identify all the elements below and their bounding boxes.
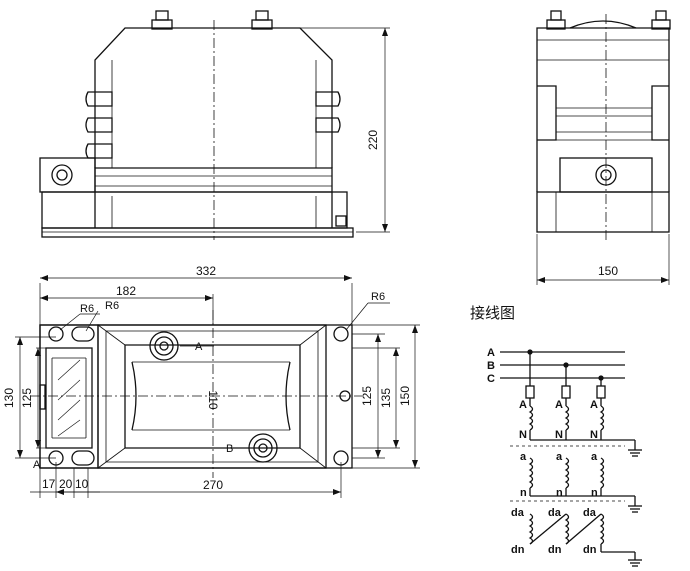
secondary-high-label-3: a	[591, 451, 598, 463]
primary-high-label-1: A	[519, 399, 527, 411]
overall-width-dim: 332	[196, 264, 216, 278]
primary-high-label-2: A	[555, 399, 563, 411]
primary-low-label-1: N	[519, 429, 527, 441]
radius-label-1: R6	[80, 303, 94, 315]
tertiary-high-label-3: da	[583, 507, 597, 519]
terminal-a-label: A	[195, 341, 203, 353]
radius-label-2: R6	[105, 300, 119, 312]
wiring-diagram	[500, 349, 642, 567]
top-view	[15, 275, 420, 498]
tertiary-low-label-2: dn	[548, 544, 562, 556]
primary-low-label-3: N	[590, 429, 598, 441]
mount-width-dim: 270	[203, 478, 223, 492]
phase-label-c: C	[487, 373, 495, 385]
side-width-dim: 150	[598, 264, 618, 278]
secondary-low-label-1: n	[520, 487, 527, 499]
terminal-b-label: B	[226, 443, 233, 455]
right-height-inner-2-dim: 135	[379, 388, 393, 408]
secondary-high-label-1: a	[520, 451, 527, 463]
secondary-low-label-2: n	[556, 487, 563, 499]
right-height-outer-dim: 150	[398, 386, 412, 406]
wiring-title: 接线图	[470, 304, 515, 322]
center-dim: 110	[206, 390, 220, 409]
bottom-dim-2: 20	[59, 477, 73, 491]
tertiary-low-label-3: dn	[583, 544, 597, 556]
bottom-dim-1: 17	[42, 477, 56, 491]
side-view	[536, 10, 671, 285]
bottom-dim-3: 10	[75, 477, 89, 491]
front-height-dim: 220	[366, 130, 380, 150]
tertiary-high-label-2: da	[548, 507, 562, 519]
phase-label-b: B	[487, 360, 495, 372]
secondary-high-label-2: a	[556, 451, 563, 463]
left-height-inner-dim: 125	[20, 388, 34, 408]
tertiary-high-label-1: da	[511, 507, 525, 519]
partial-width-dim: 182	[116, 284, 136, 298]
primary-low-label-2: N	[555, 429, 563, 441]
primary-high-label-3: A	[590, 399, 598, 411]
corner-mark: A	[33, 459, 41, 471]
front-view	[39, 10, 390, 240]
radius-label-right: R6	[371, 291, 385, 303]
tertiary-low-label-1: dn	[511, 544, 525, 556]
left-height-outer-dim: 130	[2, 388, 16, 408]
phase-label-a: A	[487, 347, 495, 359]
secondary-low-label-3: n	[591, 487, 598, 499]
right-height-inner-1-dim: 125	[360, 386, 374, 406]
